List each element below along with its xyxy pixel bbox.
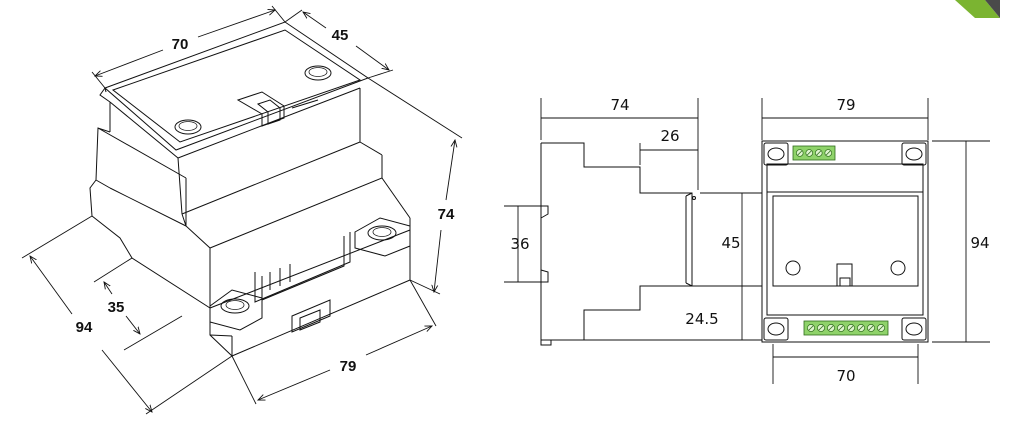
brand-accent-logo (955, 0, 1000, 18)
terminal-screw-slot (838, 325, 844, 331)
iso-boss-left (209, 289, 263, 331)
iso-label-94: 94 (76, 319, 93, 336)
front-mounting-holes (763, 142, 927, 341)
terminal-screw-slot (825, 150, 831, 156)
iso-lid-hole-right (304, 65, 332, 81)
iso-label-70: 70 (172, 36, 189, 53)
front-window (772, 195, 919, 287)
iso-dimension-74: 74 (367, 77, 463, 295)
terminal-screw-slot (808, 325, 814, 331)
side-label-26: 26 (660, 127, 679, 145)
front-dimension-79: 79 (761, 96, 929, 140)
brand-accent-dark (985, 0, 1000, 18)
terminal-screw-slot (848, 325, 854, 331)
terminal-screw-slot (868, 325, 874, 331)
bottom-terminal-block (803, 320, 889, 336)
iso-label-45: 45 (332, 27, 349, 44)
terminal-block-body (803, 320, 889, 336)
side-view: 74 26 36 45 24.5 (504, 96, 762, 346)
side-dimension-24-5: 24.5 (584, 285, 762, 341)
side-label-24-5: 24.5 (685, 310, 718, 328)
front-label-94: 94 (970, 234, 989, 252)
iso-base (91, 177, 411, 357)
iso-boss-hole-left (220, 298, 250, 314)
side-outline (540, 142, 696, 346)
terminal-screw-slot (828, 325, 834, 331)
front-dimension-94: 94 (932, 140, 990, 343)
iso-boss-right (354, 217, 411, 257)
iso-label-79: 79 (340, 358, 357, 375)
terminal-block-body (792, 145, 836, 161)
terminal-screw-slot (878, 325, 884, 331)
front-label-79: 79 (836, 96, 855, 114)
side-dimension-36: 36 (504, 205, 548, 283)
iso-label-35: 35 (108, 299, 125, 316)
iso-upper-body (109, 87, 361, 215)
iso-boss-hole-right (367, 225, 397, 241)
iso-dimension-79: 79 (231, 279, 437, 405)
isometric-view: 70 45 74 94 (21, 5, 463, 415)
iso-middle-body (89, 127, 383, 270)
side-dimension-45: 45 (700, 192, 762, 340)
terminal-screw-slot (806, 150, 812, 156)
terminal-screw-slot (816, 150, 822, 156)
iso-dimension-70: 70 (91, 5, 286, 89)
side-dimension-74: 74 (540, 96, 699, 190)
iso-label-74: 74 (438, 206, 455, 223)
terminal-screw-slot (858, 325, 864, 331)
side-label-74: 74 (610, 96, 629, 114)
front-outline (761, 140, 929, 343)
side-dimension-26: 26 (639, 127, 698, 165)
iso-lid-hole-left (174, 119, 202, 135)
front-view: 79 94 70 (761, 96, 990, 385)
iso-dimension-45: 45 (284, 9, 394, 79)
terminal-screw-slot (797, 150, 803, 156)
terminal-screw-slot (818, 325, 824, 331)
top-terminal-block (792, 145, 836, 161)
iso-dimension-35: 35 (93, 257, 183, 351)
front-dimension-70: 70 (772, 344, 919, 385)
side-label-36: 36 (510, 235, 529, 253)
iso-top-cover (99, 21, 370, 151)
front-label-70: 70 (836, 367, 855, 385)
side-label-45: 45 (721, 234, 740, 252)
iso-dimension-94: 94 (21, 215, 233, 415)
